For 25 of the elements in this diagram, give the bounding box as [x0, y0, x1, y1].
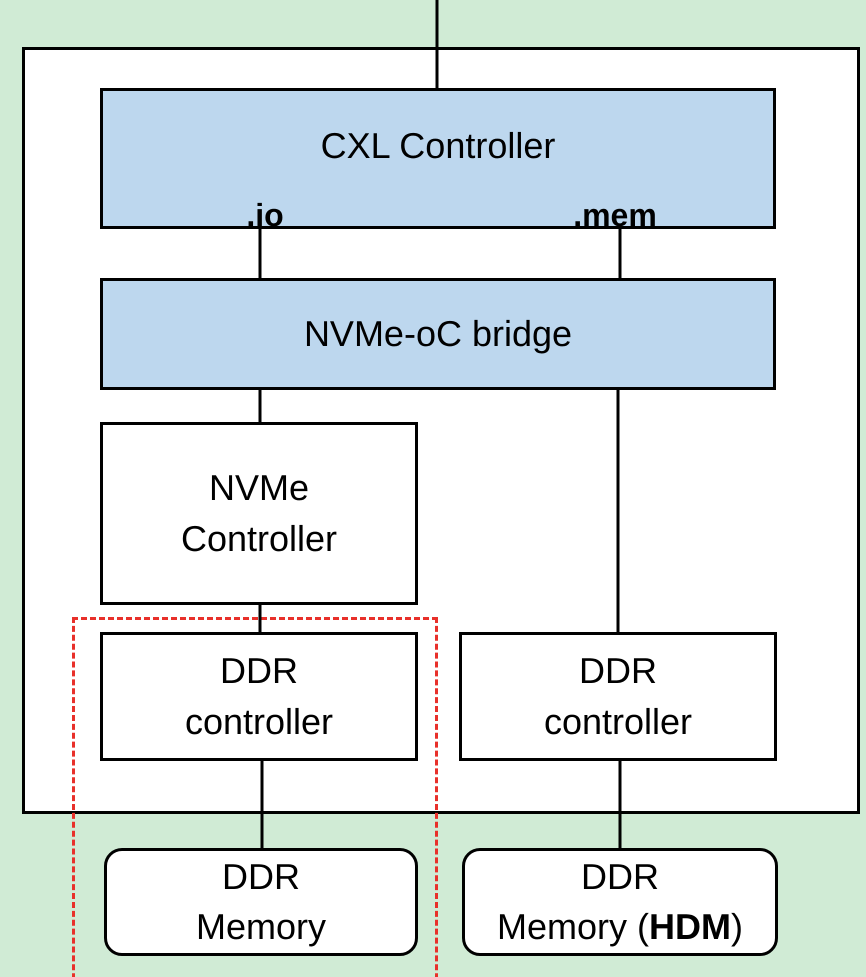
- block-box: [100, 422, 418, 605]
- block-label: DDR Memory: [194, 854, 327, 949]
- connector-line: [618, 229, 622, 278]
- port-label: .io: [246, 197, 284, 234]
- block-box: [100, 88, 776, 229]
- connector-line: [258, 229, 262, 278]
- memory-box: [462, 848, 778, 956]
- block-label: NVMe-oC bridge: [302, 312, 574, 356]
- block-label: NVMe Controller: [180, 466, 338, 560]
- connector-line: [616, 390, 620, 632]
- port-label: .mem: [573, 197, 657, 234]
- block-label: DDR controller: [542, 649, 694, 744]
- block-label: DDR controller: [184, 649, 334, 744]
- connector-line: [436, 0, 438, 88]
- block-label: DDR Memory (HDM): [496, 854, 744, 949]
- block-box: [100, 278, 776, 390]
- block-label: CXL Controller: [320, 124, 556, 168]
- block-box: [100, 632, 418, 761]
- memory-box: [104, 848, 418, 956]
- block-box: [459, 632, 777, 761]
- connector-line: [258, 390, 262, 422]
- device-frame: [22, 47, 860, 814]
- connector-line: [258, 605, 262, 632]
- connector-line: [618, 761, 622, 848]
- connector-line: [260, 761, 264, 848]
